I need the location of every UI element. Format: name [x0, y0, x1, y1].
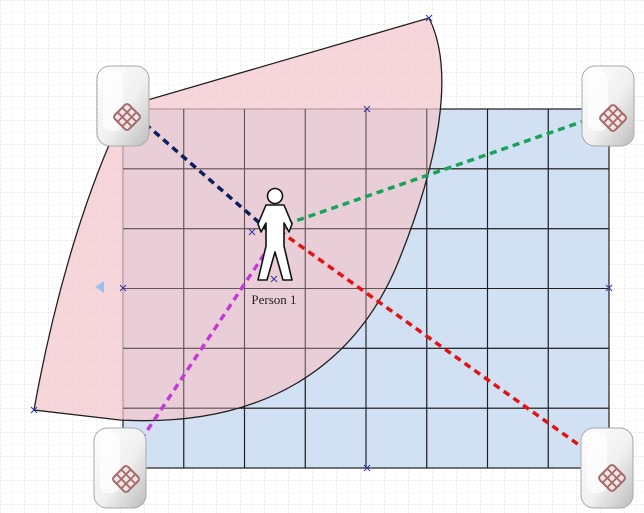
sensor-emblem-icon — [113, 103, 141, 131]
person-label: Person 1 — [251, 292, 296, 307]
person-figure[interactable] — [257, 187, 293, 281]
device-top-left[interactable] — [96, 65, 150, 147]
handle-marker-icon[interactable] — [248, 228, 256, 236]
handle-marker-icon[interactable] — [363, 105, 371, 113]
sensor-emblem-icon — [599, 104, 627, 132]
resize-arrow-icon[interactable] — [95, 281, 104, 293]
ray-top-right — [283, 110, 611, 227]
handle-marker-icon[interactable] — [425, 14, 433, 22]
device-top-right[interactable] — [581, 65, 635, 147]
handle-marker-icon[interactable] — [363, 464, 371, 472]
handle-marker-icon[interactable] — [30, 406, 38, 414]
handle-marker-icon[interactable] — [270, 275, 278, 283]
ray-top-left — [125, 106, 272, 234]
handle-marker-icon[interactable] — [119, 284, 127, 292]
sensor-rays — [119, 106, 611, 471]
ray-bottom-right — [279, 230, 609, 467]
device-bottom-right[interactable] — [580, 427, 634, 509]
sensor-emblem-icon — [112, 465, 140, 493]
device-bottom-left[interactable] — [93, 427, 147, 509]
room-grid-overlay — [123, 109, 609, 468]
sensor-emblem-icon — [598, 464, 626, 492]
handle-marker-icon[interactable] — [605, 284, 613, 292]
handle-markers[interactable] — [30, 14, 613, 472]
